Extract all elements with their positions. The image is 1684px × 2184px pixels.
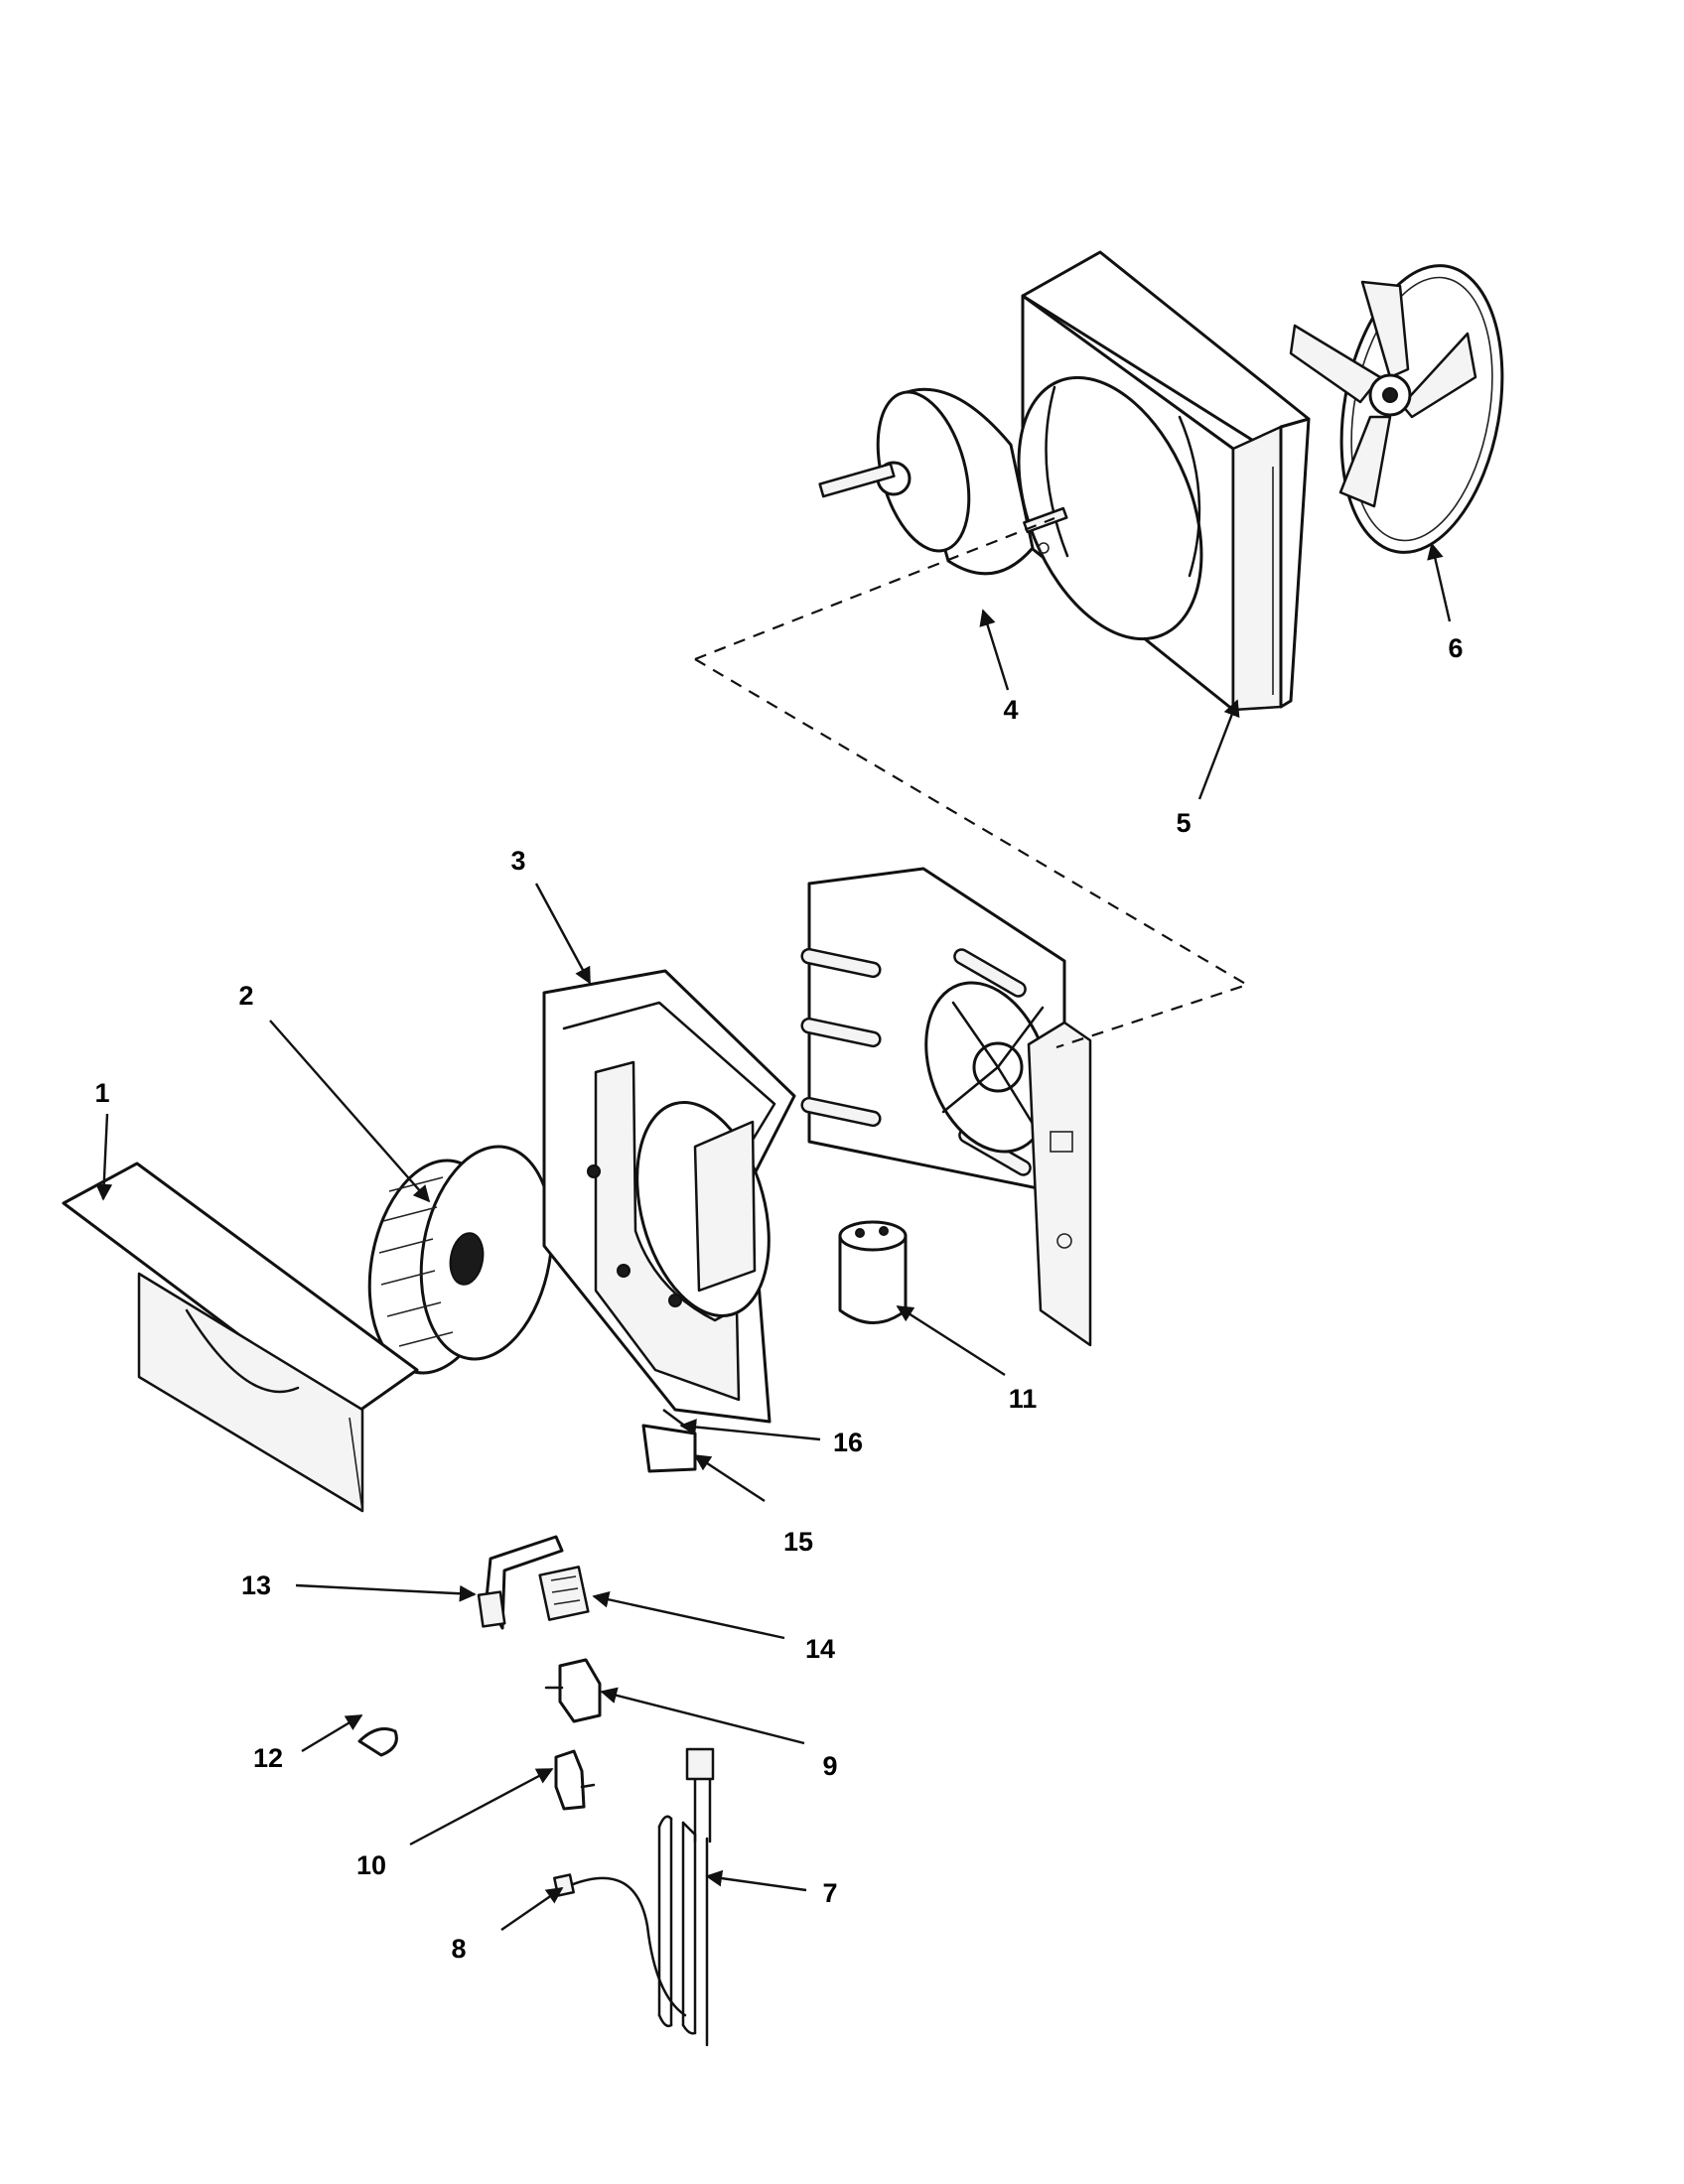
leader-line-16 — [679, 1419, 821, 1441]
callout-5: 5 — [1176, 808, 1191, 838]
leader-line-10 — [409, 1767, 554, 1846]
leader-line-5 — [1197, 699, 1240, 800]
callout-12: 12 — [253, 1743, 283, 1773]
callout-15: 15 — [783, 1527, 813, 1557]
heater-wire-part — [553, 1747, 715, 2017]
motor-mount-panel-part — [800, 867, 1092, 1347]
callout-10: 10 — [356, 1850, 386, 1880]
leader-line-1 — [95, 1113, 113, 1201]
callout-4: 4 — [1003, 695, 1018, 725]
callout-6: 6 — [1448, 633, 1463, 663]
callout-11: 11 — [1009, 1384, 1038, 1414]
callout-7: 7 — [822, 1878, 837, 1908]
relay-part — [544, 1658, 602, 1723]
clip-part — [357, 1727, 398, 1757]
leader-line-3 — [534, 883, 592, 985]
blower-wheel-part — [367, 1145, 554, 1375]
leader-line-13 — [295, 1583, 477, 1602]
capacitor-part — [838, 1220, 908, 1324]
callout-16: 16 — [833, 1428, 863, 1457]
callout-13: 13 — [241, 1570, 271, 1600]
leader-line-11 — [896, 1304, 1006, 1377]
assembly-line-motor-to-shroud — [694, 516, 1055, 661]
callout-14: 14 — [805, 1634, 835, 1664]
leader-line-12 — [301, 1713, 363, 1753]
leader-line-9 — [600, 1687, 805, 1745]
small-bracket-part — [641, 1409, 697, 1473]
callout-8: 8 — [451, 1934, 466, 1964]
leader-line-7 — [705, 1869, 807, 1892]
leader-line-6 — [1427, 542, 1452, 622]
leader-line-14 — [592, 1591, 785, 1640]
callout-3: 3 — [510, 846, 525, 876]
scroll-housing-part — [542, 969, 796, 1424]
switch-bracket-part — [477, 1535, 564, 1630]
condenser-fan-part — [1289, 264, 1504, 554]
condenser-shroud-part — [1017, 250, 1311, 712]
heater-element-part — [657, 1815, 709, 2047]
callout-1: 1 — [94, 1078, 109, 1108]
blower-housing-part — [62, 1161, 419, 1513]
leader-line-2 — [269, 1020, 431, 1203]
switch-part — [538, 1566, 590, 1621]
fan-motor-part — [818, 387, 1068, 576]
thermostat-part — [554, 1749, 596, 1811]
leader-line-15 — [693, 1453, 766, 1503]
assembly-line-lower — [694, 658, 1250, 1049]
callout-9: 9 — [822, 1751, 837, 1781]
callout-2: 2 — [238, 981, 253, 1011]
leader-line-4 — [979, 609, 1010, 691]
leader-line-8 — [500, 1887, 564, 1931]
